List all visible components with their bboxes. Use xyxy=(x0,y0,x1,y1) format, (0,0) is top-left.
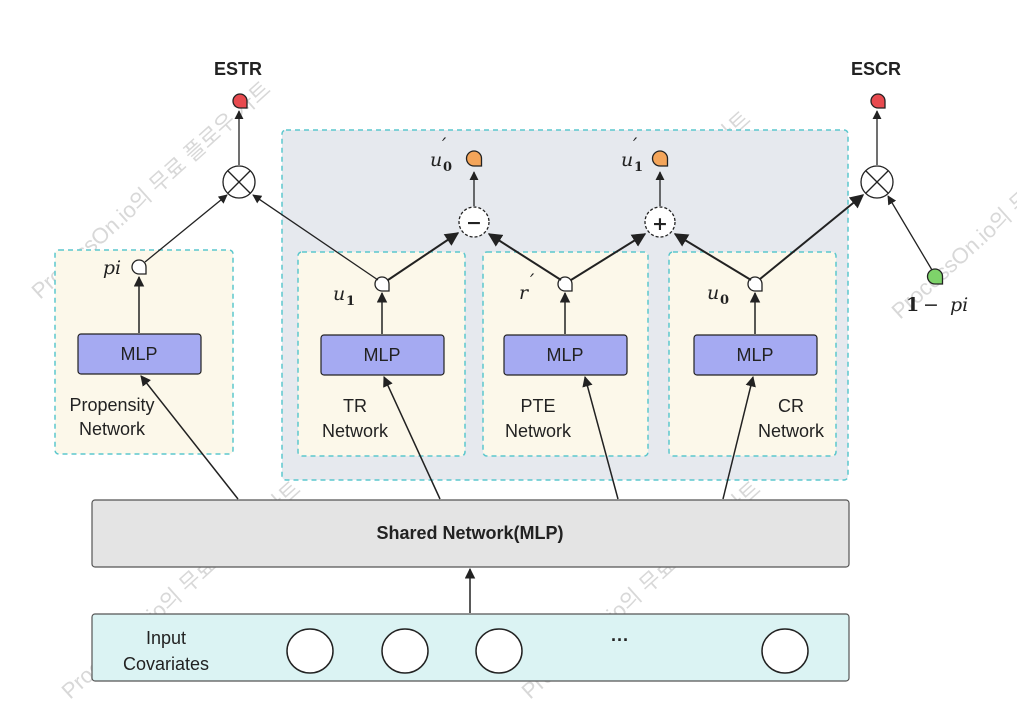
arrow-pi-multiply xyxy=(144,194,228,263)
u0-prime-node xyxy=(465,150,483,167)
svg-text:′: ′ xyxy=(442,134,447,156)
svg-text:···: ··· xyxy=(611,630,629,650)
arrow-u0-multiply xyxy=(759,194,865,280)
svg-text:ProcessOn.io의 무료 플로우 차트: ProcessOn.io의 무료 플로우 차트 xyxy=(887,96,1017,324)
r-prime-label: r ′ xyxy=(519,270,535,304)
plus-operator: + xyxy=(644,206,676,238)
svg-text:u: u xyxy=(430,149,442,171)
escr-node xyxy=(870,93,886,109)
svg-text:u: u xyxy=(333,283,345,305)
arrow-r-plus xyxy=(570,233,647,281)
svg-text:Shared Network(MLP): Shared Network(MLP) xyxy=(376,523,563,543)
svg-text:+: + xyxy=(652,213,668,235)
multiply-operator-right xyxy=(860,165,894,199)
svg-text:pi: pi xyxy=(950,294,968,316)
svg-text:−: − xyxy=(917,294,945,316)
arrow-shared-propensity xyxy=(140,375,239,500)
svg-text:MLP: MLP xyxy=(363,345,400,365)
input-node-4 xyxy=(761,628,809,674)
one-minus-pi-label: 1 − pi xyxy=(906,294,968,316)
u1-label: u 1 xyxy=(333,283,355,309)
estr-node xyxy=(232,93,248,109)
svg-text:r: r xyxy=(519,282,530,304)
one-minus-pi-node xyxy=(926,268,944,285)
pi-label: pi xyxy=(103,257,121,279)
svg-text:MLP: MLP xyxy=(546,345,583,365)
arrow-shared-cr xyxy=(722,375,756,500)
propensity-label-2: Network xyxy=(79,419,146,439)
tr-mlp: MLP xyxy=(320,334,445,376)
svg-text:1: 1 xyxy=(346,294,355,309)
pte-label-2: Network xyxy=(505,421,572,441)
svg-text:0: 0 xyxy=(720,293,729,308)
tr-label-2: Network xyxy=(322,421,389,441)
cr-label-2: Network xyxy=(758,421,825,441)
u0-prime-label: u ′ 0 xyxy=(430,134,452,175)
arrow-green-multiply xyxy=(887,195,933,271)
u0-node xyxy=(747,276,763,292)
svg-text:MLP: MLP xyxy=(120,344,157,364)
shared-network: Shared Network(MLP) xyxy=(91,499,850,568)
svg-text:MLP: MLP xyxy=(736,345,773,365)
svg-text:0: 0 xyxy=(443,160,452,175)
propensity-mlp: MLP xyxy=(77,333,202,375)
input-node-2 xyxy=(381,628,429,674)
u1-node xyxy=(374,276,390,292)
u0-label: u 0 xyxy=(707,282,729,308)
propensity-label-1: Propensity xyxy=(69,395,154,415)
svg-text:1: 1 xyxy=(634,160,643,175)
multiply-operator-left xyxy=(222,165,256,199)
arrow-shared-pte xyxy=(582,375,619,500)
cr-mlp: MLP xyxy=(693,334,818,376)
arrow-shared-tr xyxy=(383,376,441,500)
pte-mlp: MLP xyxy=(503,334,628,376)
minus-operator: − xyxy=(458,206,490,238)
arrow-u1-minus xyxy=(387,232,460,281)
escr-label: ESCR xyxy=(851,59,901,79)
estr-label: ESTR xyxy=(214,59,262,79)
svg-text:u: u xyxy=(621,149,633,171)
svg-text:Covariates: Covariates xyxy=(123,654,209,674)
pi-node xyxy=(131,259,147,275)
svg-text:1: 1 xyxy=(906,294,919,316)
svg-text:′: ′ xyxy=(530,270,535,292)
svg-text:Input: Input xyxy=(146,628,186,648)
u1-prime-node xyxy=(651,150,669,167)
input-covariates: Input Covariates ··· xyxy=(91,613,850,682)
input-node-3 xyxy=(475,628,523,674)
input-node-1 xyxy=(286,628,334,674)
arrow-u0-plus xyxy=(673,233,752,281)
pte-label-1: PTE xyxy=(520,396,555,416)
tr-label-1: TR xyxy=(343,396,367,416)
svg-text:pi: pi xyxy=(103,257,121,279)
svg-text:′: ′ xyxy=(633,134,638,156)
cr-label-1: CR xyxy=(778,396,804,416)
svg-text:u: u xyxy=(707,282,719,304)
r-node xyxy=(557,276,573,292)
arrow-r-minus xyxy=(487,233,562,281)
u1-prime-label: u ′ 1 xyxy=(621,134,643,175)
arrow-u1-multiply xyxy=(252,194,379,281)
svg-text:−: − xyxy=(466,212,482,234)
